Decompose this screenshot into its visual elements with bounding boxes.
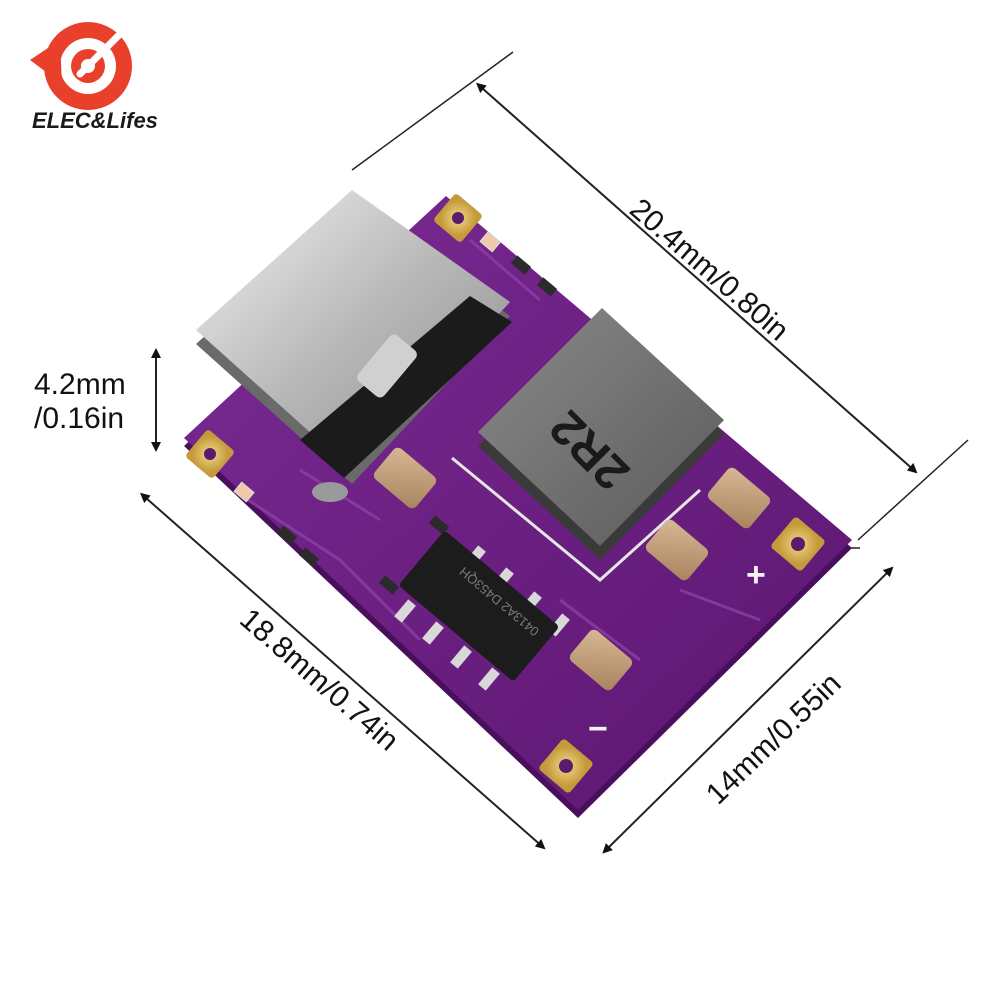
- height-mm-label: 4.2mm: [34, 368, 126, 401]
- solder-pad-left: [186, 430, 234, 478]
- extension-line: [351, 51, 514, 171]
- logo-icon: [30, 20, 134, 110]
- solder-pad-minus: [539, 739, 593, 793]
- capacitor: [645, 519, 709, 581]
- led-top: [479, 231, 501, 253]
- extension-line: [857, 439, 969, 541]
- capacitor: [373, 447, 437, 509]
- length-bottom-arrow: [139, 492, 546, 850]
- capacitor: [569, 629, 633, 691]
- length-top-label: 20.4mm/0.80in: [623, 192, 794, 347]
- capacitor: [707, 467, 771, 529]
- solder-pad-top: [434, 194, 482, 242]
- dimension-lines: [139, 51, 969, 854]
- plus-label: +: [746, 556, 766, 594]
- led-left: [233, 481, 255, 503]
- brand-logo: ELEC&Lifes: [30, 20, 158, 133]
- silkscreen-outline: [451, 456, 702, 582]
- usb-c-connector: [196, 190, 512, 502]
- brand-name: ELEC&Lifes: [32, 108, 158, 133]
- width-arrow: [602, 566, 894, 854]
- minus-label: −: [588, 710, 608, 748]
- width-label: 14mm/0.55in: [700, 667, 848, 811]
- smd-components: [276, 255, 558, 595]
- solder-pad-plus: [771, 517, 825, 571]
- length-top-arrow: [476, 82, 918, 474]
- inductor: 2R2: [478, 308, 724, 560]
- usb-c-port-opening: [300, 296, 512, 478]
- height-in-label: /0.16in: [34, 402, 124, 435]
